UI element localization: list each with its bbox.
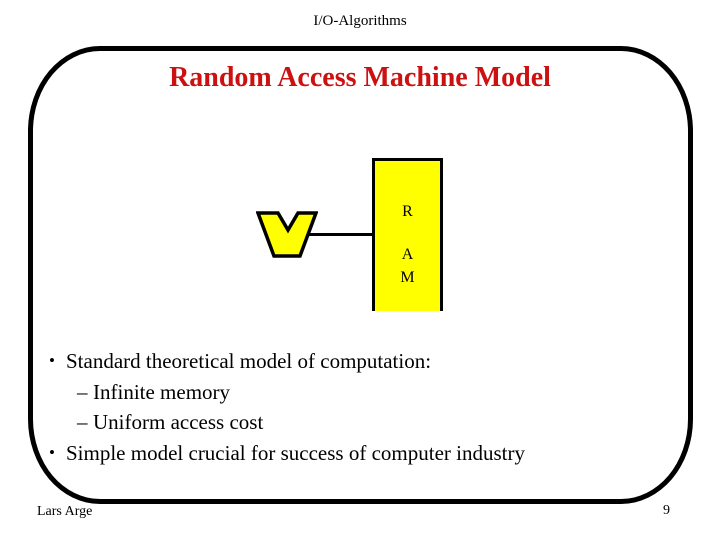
bullet-subitem: – Uniform access cost: [0, 407, 680, 438]
bullet-list: • Standard theoretical model of computat…: [0, 346, 680, 469]
ram-letter-m: M: [400, 269, 415, 286]
slide-rounded-border: [28, 46, 693, 504]
ram-letter-a: A: [401, 246, 414, 263]
bullet-subitem: – Infinite memory: [0, 377, 680, 408]
bullet-text: Standard theoretical model of computatio…: [66, 348, 432, 373]
ram-memory-box: R A M: [372, 158, 443, 311]
footer-author: Lars Arge: [37, 504, 93, 519]
v-to-ram-connector-line: [305, 233, 373, 236]
bullet-item: • Simple model crucial for success of co…: [0, 438, 680, 469]
v-shape-icon: [256, 211, 318, 258]
bullet-item: • Standard theoretical model of computat…: [0, 346, 680, 377]
bullet-dot-icon: •: [49, 443, 55, 463]
slide-title: Random Access Machine Model: [169, 62, 551, 93]
course-title: I/O-Algorithms: [313, 13, 407, 29]
bullet-dot-icon: •: [49, 351, 55, 371]
dash-icon: –: [77, 379, 88, 404]
bullet-text: Simple model crucial for success of comp…: [66, 440, 525, 465]
bullet-text: Infinite memory: [93, 379, 231, 404]
ram-letter-r: R: [402, 203, 413, 220]
bullet-text: Uniform access cost: [93, 410, 264, 435]
dash-icon: –: [77, 410, 88, 435]
footer-page-number: 9: [663, 503, 670, 518]
